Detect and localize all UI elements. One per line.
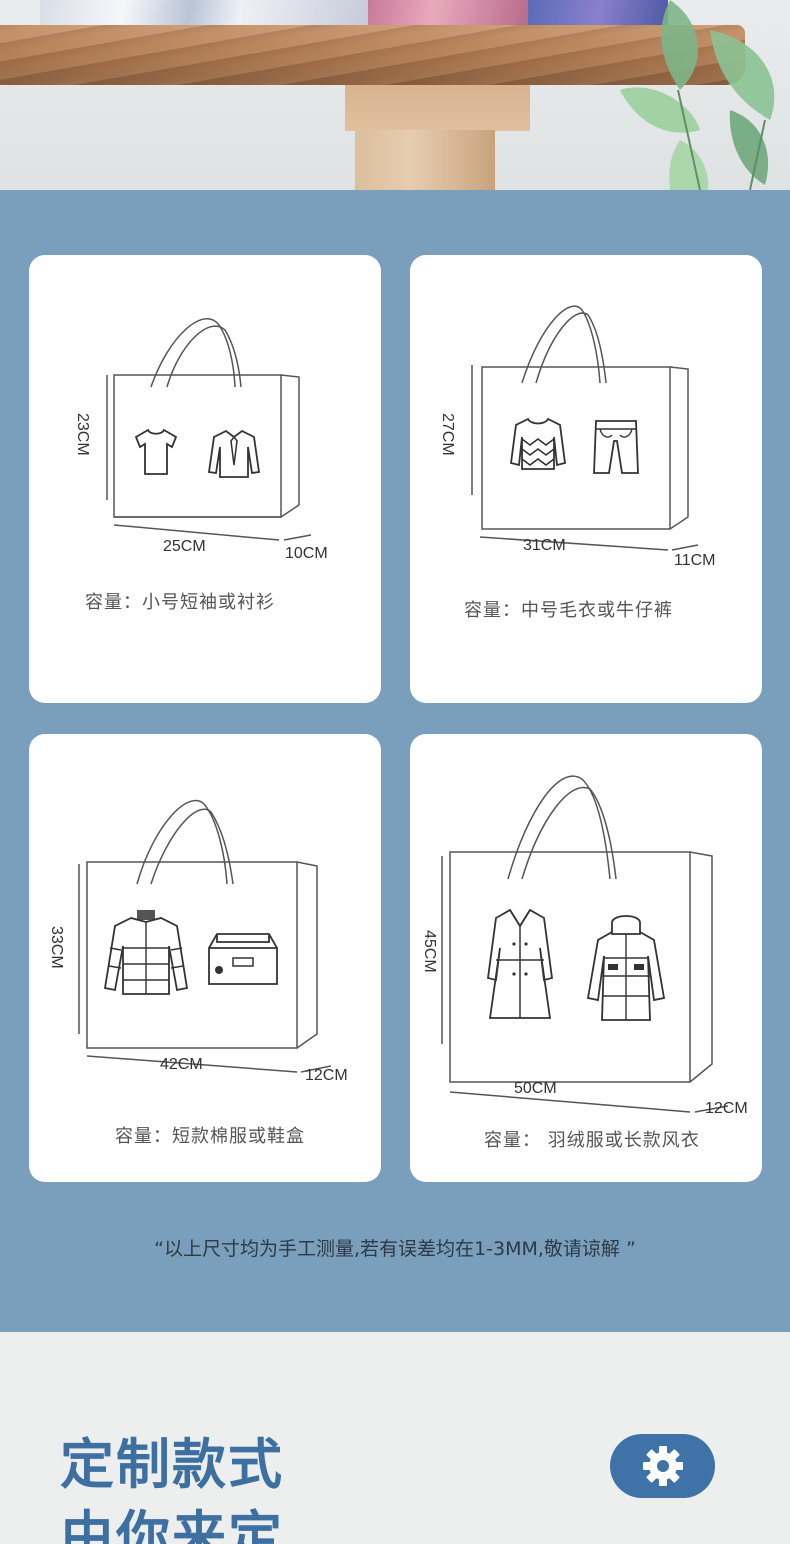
jeans-icon — [593, 420, 639, 474]
headline-line-2: 由你来定 — [60, 1505, 284, 1544]
depth-label: 12CM — [305, 1067, 348, 1084]
height-label: 45CM — [421, 930, 438, 973]
size-card-medium: 27CM 31CM 11CM 容量：中号毛衣或牛仔裤 — [410, 255, 762, 703]
capacity-caption: 容量：小号短袖或衬衫 — [85, 592, 275, 613]
measurement-note: “以上尺寸均为手工测量,若有误差均在1-3MM,敬请谅解 ” — [154, 1238, 636, 1260]
bag-outline-drawing — [78, 799, 332, 1073]
settings-button[interactable] — [610, 1434, 715, 1498]
dress-shirt-icon — [207, 429, 261, 478]
puffer-jacket-icon — [103, 910, 189, 995]
depth-label: 10CM — [285, 545, 328, 562]
width-label: 31CM — [523, 537, 566, 554]
size-card-large: 33CM 42CM 12CM 容量：短款棉服或鞋盒 — [29, 734, 381, 1182]
headline-line-1: 定制款式 — [60, 1433, 284, 1496]
size-card-small: 23CM 25CM 10CM 容量：小号短袖或衬衫 — [29, 255, 381, 703]
height-label: 27CM — [439, 413, 456, 456]
bag-outline-drawing — [441, 775, 729, 1113]
bag-outline-drawing — [471, 305, 699, 551]
height-label: 23CM — [74, 413, 91, 456]
hero-photo — [0, 0, 790, 190]
down-jacket-icon — [586, 915, 666, 1021]
depth-label: 12CM — [705, 1100, 748, 1117]
capacity-caption: 容量：短款棉服或鞋盒 — [115, 1126, 305, 1147]
gear-icon — [642, 1446, 683, 1486]
shelf-leg — [355, 130, 495, 190]
capacity-caption: 容量：中号毛衣或牛仔裤 — [464, 600, 673, 621]
width-label: 25CM — [163, 538, 206, 555]
width-label: 42CM — [160, 1056, 203, 1073]
plant-leaves — [620, 0, 775, 190]
width-label: 50CM — [514, 1080, 557, 1097]
capacity-caption: 容量： 羽绒服或长款风衣 — [484, 1130, 700, 1151]
sweater-icon — [510, 417, 566, 470]
customization-section: 定制款式 由你来定 — [0, 1332, 790, 1544]
height-label: 33CM — [48, 926, 65, 969]
trench-coat-icon — [487, 908, 553, 1019]
t-shirt-icon — [134, 428, 178, 475]
bag-outline-drawing — [106, 318, 312, 541]
depth-label: 11CM — [674, 552, 716, 569]
size-card-xlarge: 45CM 50CM 12CM 容量： 羽绒服或长款风衣 — [410, 734, 762, 1182]
wooden-shelf — [0, 25, 745, 85]
shoe-box-icon — [208, 933, 278, 985]
